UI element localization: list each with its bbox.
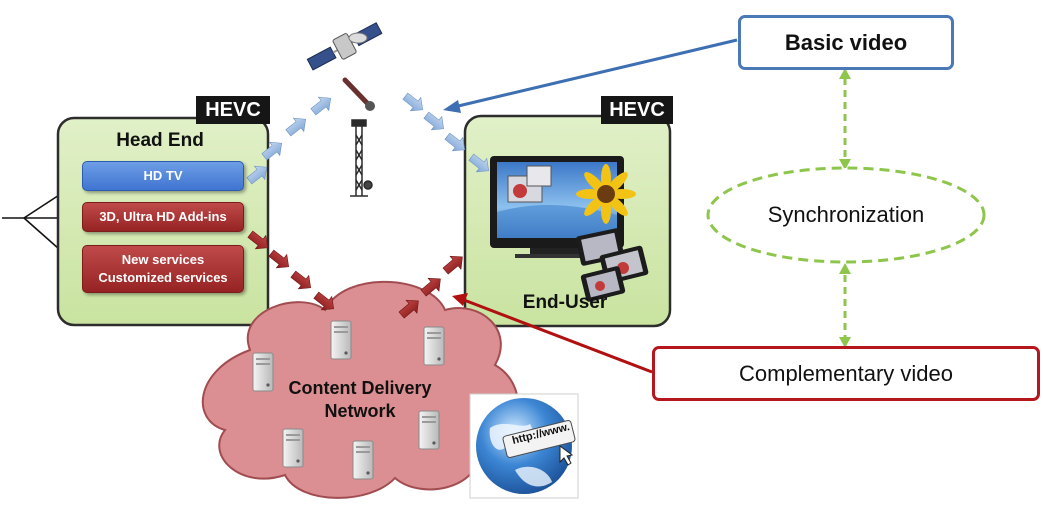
head-end-codec-badge: HEVC: [196, 96, 270, 124]
service-hd-tv: HD TV: [82, 161, 244, 191]
tablet-icon: [575, 228, 649, 302]
basic-video-label: Basic video: [784, 29, 908, 55]
synchronization-label: Synchronization: [767, 202, 925, 227]
sync-ellipse: [706, 166, 986, 264]
dish-antenna-icon: [342, 77, 375, 111]
service-label: 3D, Ultra HD Add-ins: [99, 209, 227, 224]
basic-video-callout: Basic video: [738, 15, 954, 70]
service-label-line2: Customized services: [98, 270, 228, 285]
globe-icon: [469, 393, 579, 499]
complementary-video-callout: Complementary video: [652, 346, 1040, 401]
service-3d-ultra-hd: 3D, Ultra HD Add-ins: [82, 202, 244, 232]
server-icon: [330, 320, 352, 360]
service-label: HD TV: [143, 168, 183, 183]
server-icon: [282, 428, 304, 468]
end-user-title: End-User: [522, 292, 608, 313]
service-new-customized: New services Customized services: [82, 245, 244, 293]
satellite-icon: [306, 22, 383, 71]
server-icon: [352, 440, 374, 480]
complementary-video-label: Complementary video: [739, 360, 953, 386]
broadcast-tower-icon: [350, 119, 373, 197]
cdn-label-line2: Network: [324, 401, 396, 421]
basic-video-connector: [443, 38, 738, 113]
head-end-title: Head End: [116, 130, 204, 151]
sunflower-image: [576, 164, 636, 224]
sync-arrowheads: [839, 68, 851, 348]
server-icon: [423, 326, 445, 366]
complementary-video-connector: [452, 293, 653, 374]
cdn-label-line1: Content Delivery: [288, 378, 432, 398]
service-label-line1: New services: [121, 252, 205, 267]
end-user-codec-badge: HEVC: [601, 96, 673, 124]
